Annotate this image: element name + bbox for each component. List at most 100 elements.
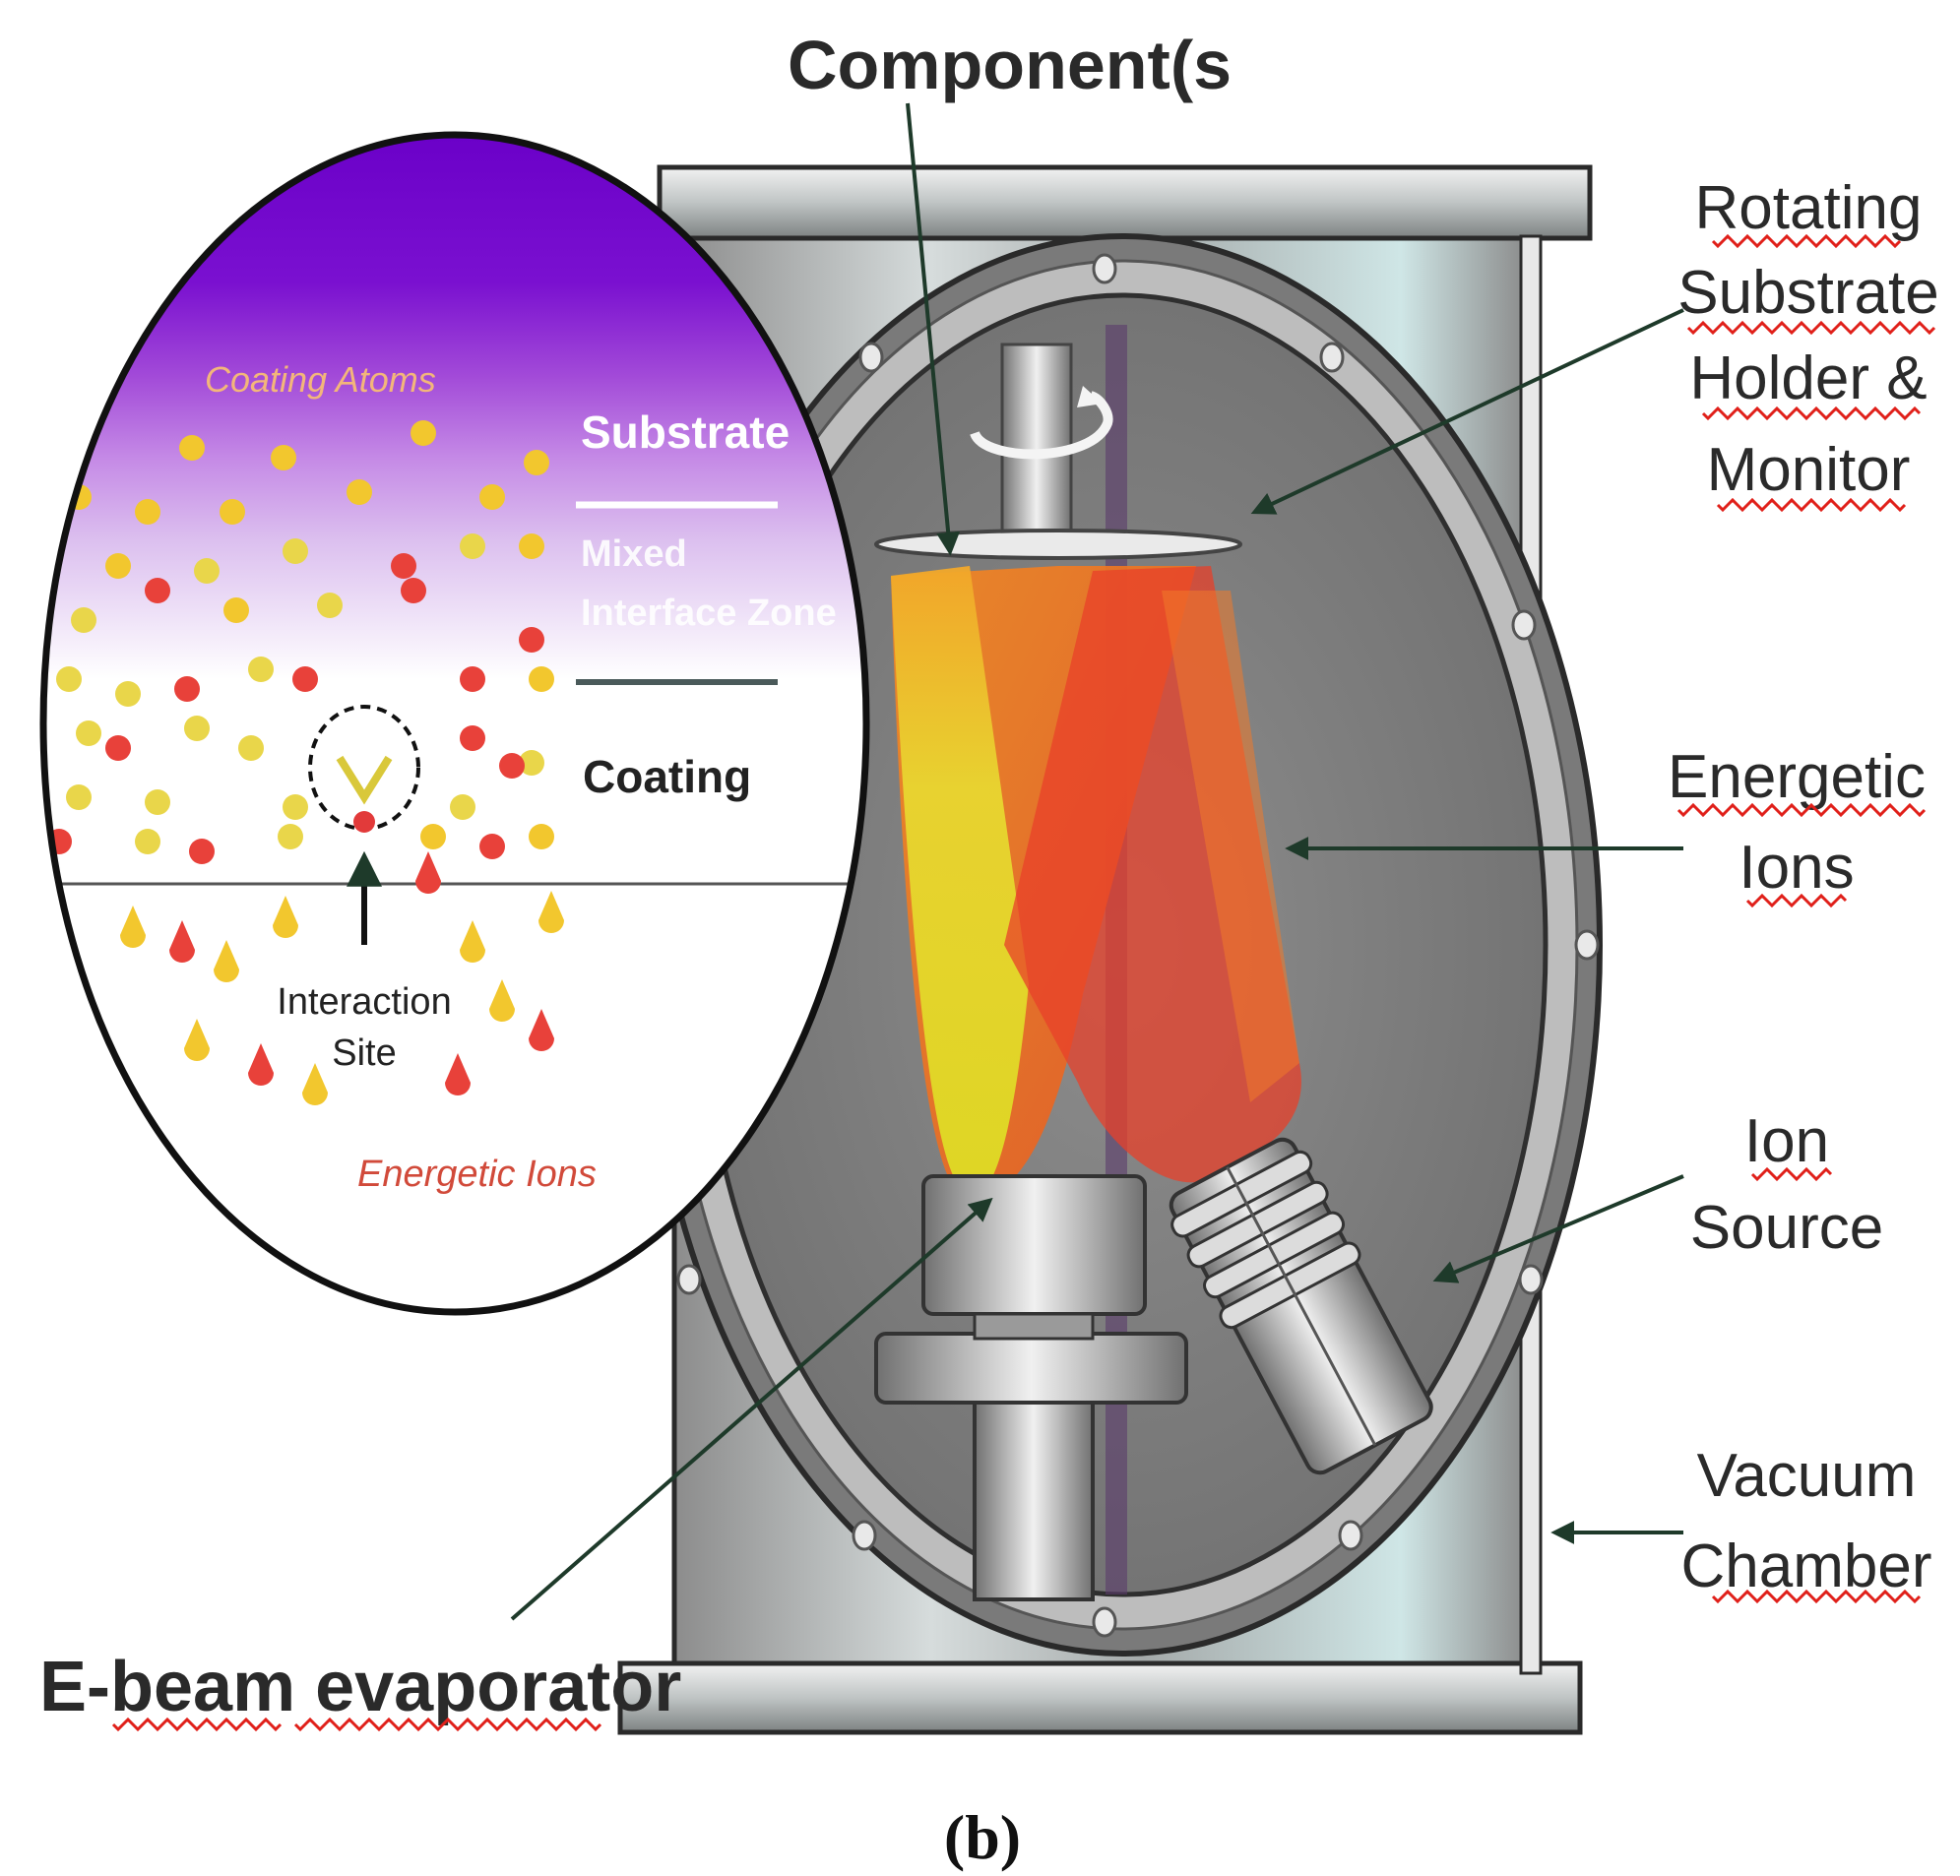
rotation-arrow-icon [970,391,1113,460]
holder-label-line3: Holder & [1689,344,1927,412]
ion-drop [273,896,298,938]
top-flange [657,164,1593,241]
ion-drop [538,891,564,933]
atom-dot [105,553,131,579]
ion-drop [248,1043,274,1086]
atom-dot [499,753,525,779]
site-label: Site [332,1032,396,1074]
spellcheck-squiggle [1711,1589,1922,1604]
atom-dot [66,784,92,810]
ions-label-line2: Ions [1739,834,1854,902]
atom-dot [450,794,475,820]
atom-dot [460,725,485,751]
spellcheck-squiggle [1750,1166,1833,1182]
bottom-flange [617,1660,1583,1735]
atom-dot [135,829,160,854]
coating-atoms-label: Coating Atoms [205,359,436,400]
interaction-label: Interaction [277,981,451,1023]
atom-dot [184,716,210,741]
atom-dot [460,666,485,692]
ion-drop [169,920,195,963]
atom-dot [223,597,249,623]
atom-dot [529,666,554,692]
atom-dot [529,824,554,849]
ion-drop [184,1019,210,1061]
atom-dot [519,627,544,653]
source-label-line2: Source [1690,1194,1883,1262]
rotation-shaft [1000,343,1073,538]
atom-dot [479,834,505,859]
ion-drop [460,920,485,963]
ion-drop [302,1063,328,1105]
atom-dot [56,666,82,692]
atom-dot [238,735,264,761]
atom-dot [220,499,245,525]
inset-border [39,131,870,1316]
source-label-line1: Ion [1744,1107,1829,1175]
callout-arrows [510,102,1684,1621]
substrate-holder-disk [874,529,1242,560]
atom-dot [479,484,505,510]
atom-dot [283,538,308,564]
incoming-ions [120,851,564,1105]
ion-drop [445,1053,471,1095]
coating-atoms [46,420,554,864]
ion-source-hardware [1169,1137,1433,1475]
ion-drop [120,906,146,948]
holder-label-line4: Monitor [1707,436,1911,504]
atom-dot [524,450,549,475]
components-label: Component(s [788,27,1232,103]
ion-drop [489,979,515,1022]
atom-dot [519,750,544,776]
spellcheck-squiggle [1745,893,1848,908]
ions-label-line1: Energetic [1668,743,1926,811]
atom-dot [411,420,436,446]
atom-dot [248,657,274,682]
atom-dot [391,553,416,579]
spellcheck-squiggle [1676,802,1927,818]
labels: Component(s Rotating Substrate Holder & … [39,27,1939,1872]
atom-dot [292,666,318,692]
atom-dot [401,578,426,603]
spellcheck-underlines [111,233,1936,1732]
atom-dot [71,607,96,633]
ion-drop [415,851,441,894]
atom-dot [145,789,170,815]
interface-zone-label: Interface Zone [581,593,837,634]
atom-dot [194,558,220,584]
atom-dot [145,578,170,603]
atom-dot [283,794,308,820]
atom-dot [174,676,200,702]
ion-drop [529,1009,554,1051]
ion-drop [214,940,239,982]
flange-bolts [676,253,1600,1638]
atom-dot [115,681,141,707]
atom-dot [460,533,485,559]
spellcheck-squiggle [111,1717,283,1732]
energetic-ions-inset-label: Energetic Ions [357,1154,597,1195]
atom-dot [76,720,101,746]
chamber-label-line1: Vacuum [1697,1442,1917,1510]
atom-dot [519,533,544,559]
spellcheck-squiggle [1716,497,1907,513]
spellcheck-squiggle [1711,233,1902,249]
figure-caption: (b) [944,1802,1021,1872]
atom-dot [271,445,296,470]
holder-label-line1: Rotating [1695,174,1923,242]
atom-dot [420,824,446,849]
atom-dot [347,479,372,505]
atom-dot [317,593,343,618]
spellcheck-squiggle [293,1717,602,1732]
ebeam-label: E-beam evaporator [39,1648,681,1726]
atom-dot [105,735,131,761]
atom-dot [189,839,215,864]
atom-dot [135,499,160,525]
spellcheck-squiggle [1686,320,1936,336]
atom-dot [179,435,205,461]
substrate-label: Substrate [581,406,790,458]
atom-dot [278,824,303,849]
chamber-label-line2: Chamber [1681,1532,1932,1600]
coating-label: Coating [583,751,751,802]
spellcheck-squiggle [1701,406,1922,421]
